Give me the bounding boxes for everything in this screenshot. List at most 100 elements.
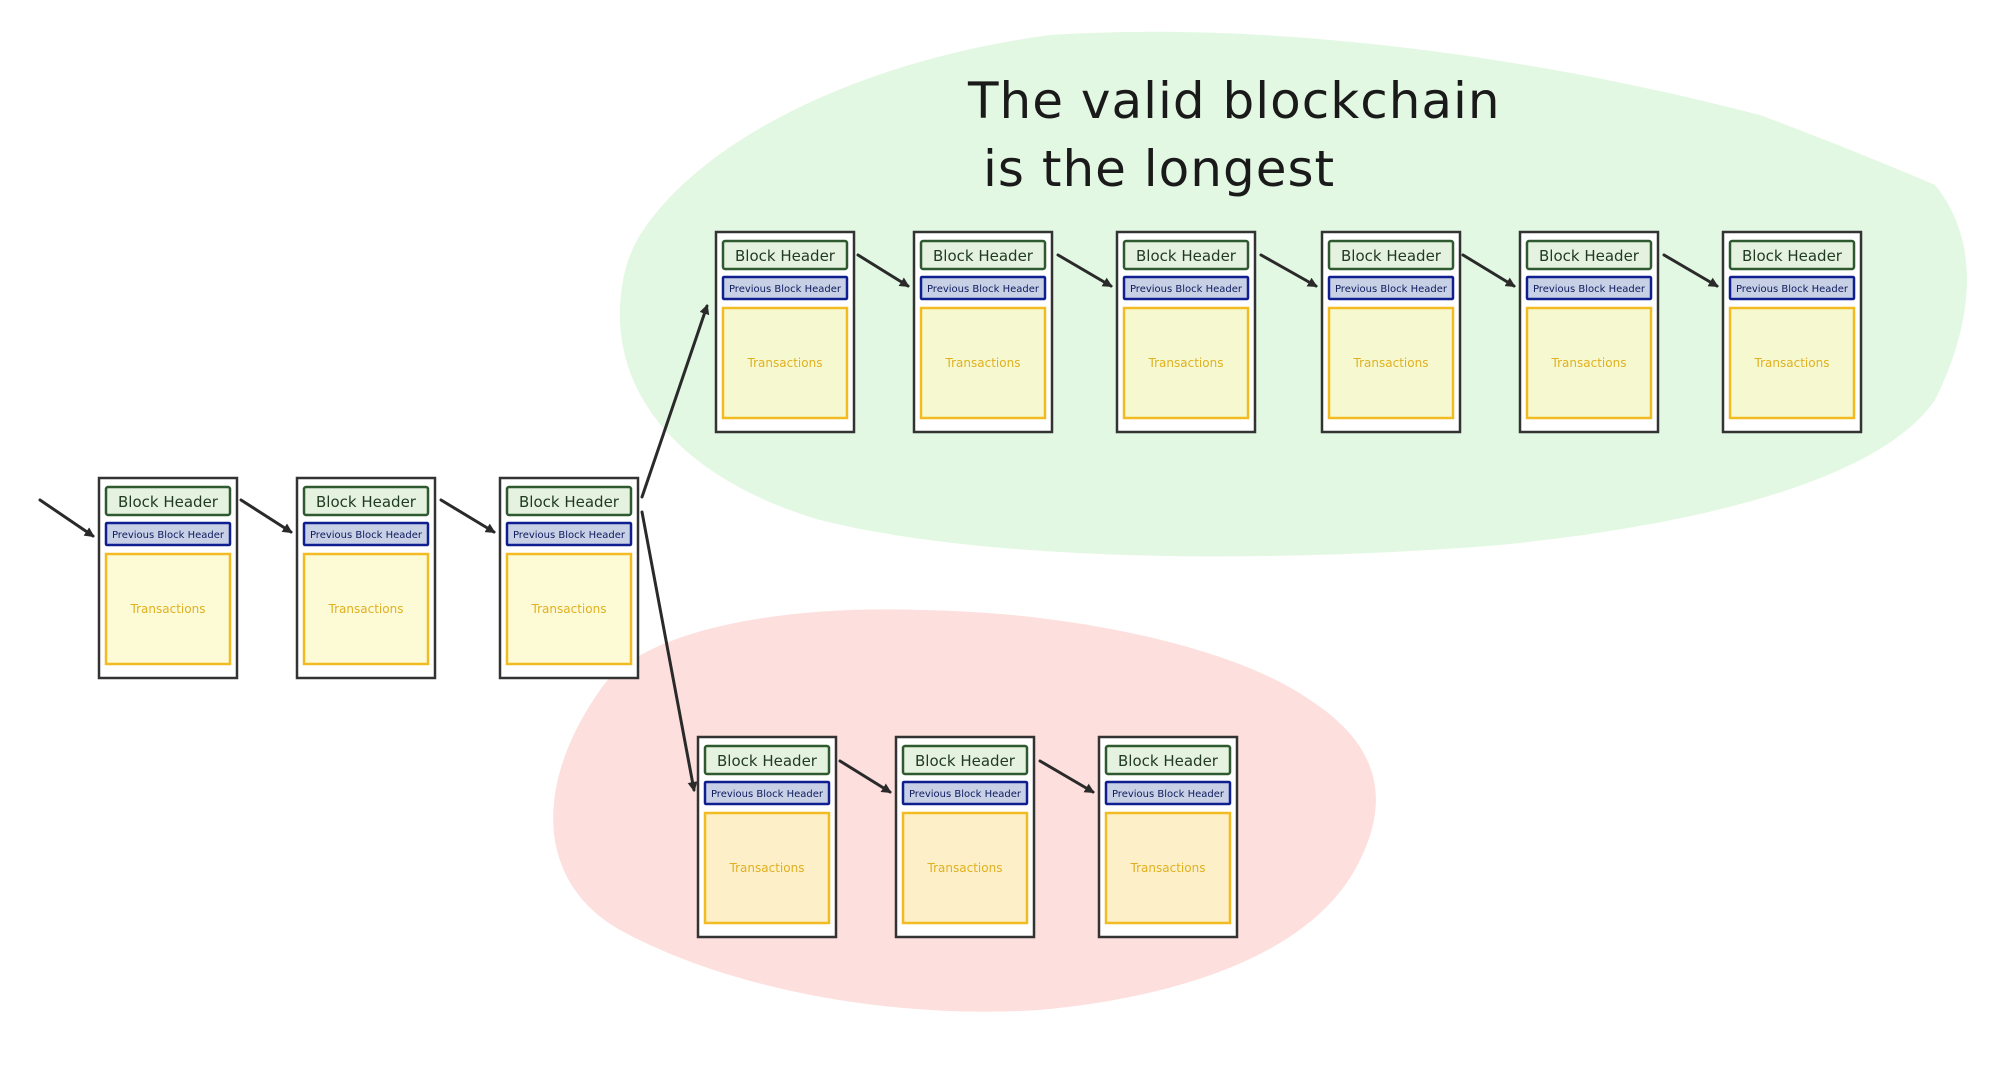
orphan-arrow-1 xyxy=(838,759,892,794)
transactions-label: Transactions xyxy=(927,861,1003,875)
block-header-label: Block Header xyxy=(519,493,620,511)
previous-block-header-box xyxy=(1525,275,1653,301)
block-header-box xyxy=(1728,239,1856,271)
transactions-box xyxy=(505,552,633,666)
transactions-label: Transactions xyxy=(531,602,607,616)
orphan-arrow-2 xyxy=(1038,759,1095,794)
title-line-1: The valid blockchain xyxy=(967,72,1501,130)
previous-block-header-label: Previous Block Header xyxy=(1736,284,1849,295)
transactions-label: Transactions xyxy=(1148,356,1224,370)
fork-arrow-orphan xyxy=(640,510,698,792)
entry-arrow xyxy=(38,498,95,538)
block-header-box xyxy=(703,744,831,776)
previous-block-header-label: Previous Block Header xyxy=(909,789,1022,800)
previous-block-header-box xyxy=(721,275,849,301)
transactions-box xyxy=(703,811,831,925)
transactions-box xyxy=(1327,306,1455,420)
transactions-box xyxy=(1104,811,1232,925)
previous-block-header-box xyxy=(505,521,633,547)
valid-arrow-1 xyxy=(856,253,910,288)
previous-block-header-label: Previous Block Header xyxy=(1533,284,1646,295)
previous-block-header-box xyxy=(1122,275,1250,301)
previous-block-header-box xyxy=(104,521,232,547)
previous-block-header-label: Previous Block Header xyxy=(1130,284,1243,295)
block-header-box xyxy=(721,239,849,271)
valid-arrow-5 xyxy=(1662,253,1719,288)
main-arrow-2 xyxy=(439,498,496,534)
block-header-label: Block Header xyxy=(118,493,219,511)
valid-arrow-3 xyxy=(1259,253,1318,288)
previous-block-header-label: Previous Block Header xyxy=(112,530,225,541)
valid-arrow-2 xyxy=(1056,253,1113,288)
block-header-box xyxy=(1327,239,1455,271)
transactions-box xyxy=(302,552,430,666)
transactions-box xyxy=(901,811,1029,925)
transactions-label: Transactions xyxy=(1130,861,1206,875)
valid-arrow-4 xyxy=(1461,253,1516,288)
transactions-label: Transactions xyxy=(130,602,206,616)
transactions-label: Transactions xyxy=(1754,356,1830,370)
transactions-box xyxy=(1525,306,1653,420)
block-header-label: Block Header xyxy=(1118,752,1219,770)
transactions-label: Transactions xyxy=(945,356,1021,370)
previous-block-header-box xyxy=(302,521,430,547)
block-header-box xyxy=(1525,239,1653,271)
transactions-box xyxy=(1728,306,1856,420)
previous-block-header-box xyxy=(1104,780,1232,806)
block-header-label: Block Header xyxy=(915,752,1016,770)
previous-block-header-label: Previous Block Header xyxy=(729,284,842,295)
previous-block-header-box xyxy=(703,780,831,806)
title-line-2: is the longest xyxy=(983,140,1335,198)
transactions-label: Transactions xyxy=(1353,356,1429,370)
block-header-box xyxy=(901,744,1029,776)
main-arrow-1 xyxy=(239,498,293,534)
block-header-label: Block Header xyxy=(1136,247,1237,265)
previous-block-header-box xyxy=(901,780,1029,806)
transactions-label: Transactions xyxy=(747,356,823,370)
previous-block-header-label: Previous Block Header xyxy=(927,284,1040,295)
transactions-label: Transactions xyxy=(328,602,404,616)
previous-block-header-label: Previous Block Header xyxy=(711,789,824,800)
transactions-box xyxy=(919,306,1047,420)
transactions-box xyxy=(104,552,232,666)
block-header-box xyxy=(505,485,633,517)
transactions-label: Transactions xyxy=(729,861,805,875)
block-header-label: Block Header xyxy=(717,752,818,770)
previous-block-header-box xyxy=(919,275,1047,301)
block-header-label: Block Header xyxy=(933,247,1034,265)
transactions-box xyxy=(721,306,849,420)
transactions-box xyxy=(1122,306,1250,420)
transactions-label: Transactions xyxy=(1551,356,1627,370)
previous-block-header-label: Previous Block Header xyxy=(1112,789,1225,800)
block-header-label: Block Header xyxy=(1341,247,1442,265)
block-header-box xyxy=(1122,239,1250,271)
previous-block-header-box xyxy=(1327,275,1455,301)
block-header-label: Block Header xyxy=(316,493,417,511)
chain-arrows xyxy=(38,253,1719,794)
block-header-label: Block Header xyxy=(1539,247,1640,265)
block-header-box xyxy=(919,239,1047,271)
block-header-box xyxy=(302,485,430,517)
fork-arrow-valid xyxy=(640,304,710,499)
block-header-box xyxy=(1104,744,1232,776)
previous-block-header-label: Previous Block Header xyxy=(1335,284,1448,295)
block-header-label: Block Header xyxy=(735,247,836,265)
previous-block-header-label: Previous Block Header xyxy=(310,530,423,541)
block-header-box xyxy=(104,485,232,517)
previous-block-header-box xyxy=(1728,275,1856,301)
block-header-label: Block Header xyxy=(1742,247,1843,265)
